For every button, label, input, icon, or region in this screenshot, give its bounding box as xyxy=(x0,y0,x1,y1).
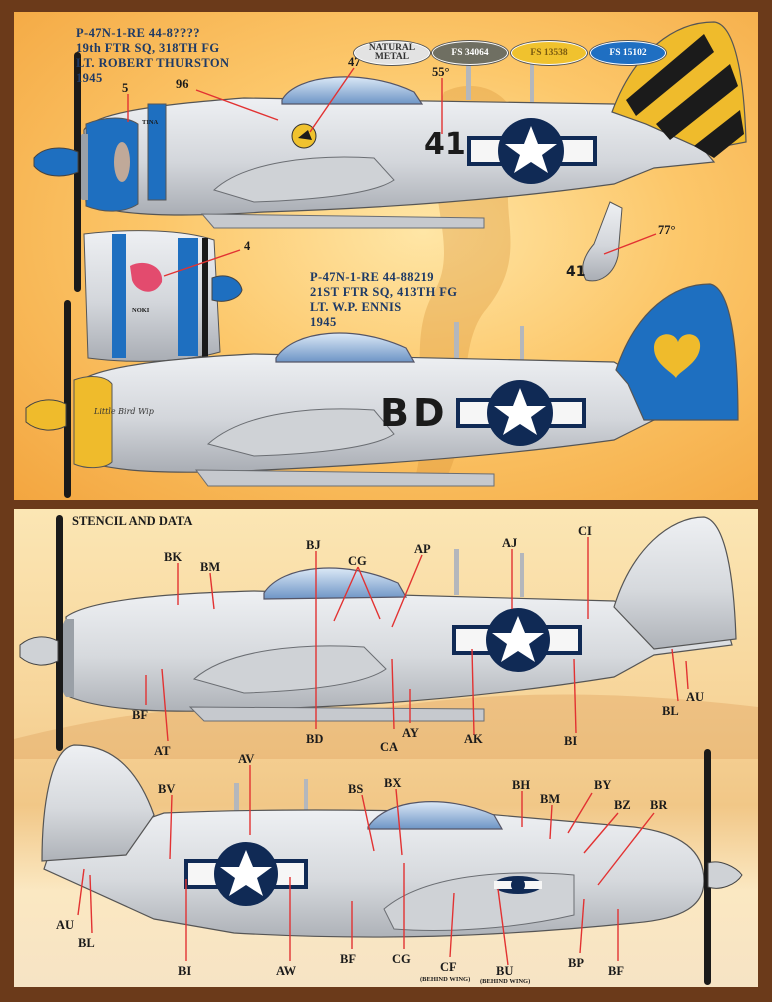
callout-bv: BV xyxy=(158,782,175,796)
callout-bj: BJ xyxy=(306,538,321,552)
callout-cg-lower: CG xyxy=(392,952,411,966)
callout-bu: BU xyxy=(496,964,513,978)
profile-1-caption: P-47N-1-RE 44-8???? 19th FTR SQ, 318TH F… xyxy=(76,26,230,85)
callout-br: BR xyxy=(650,798,668,812)
callout-5: 5 xyxy=(122,81,128,95)
callout-bk: BK xyxy=(164,550,182,564)
callout-cf: CF xyxy=(440,960,457,974)
cowl-side-detail: NOKI xyxy=(83,230,243,364)
stencil-aircraft-upper xyxy=(19,515,737,751)
fuselage-code-1: 41 xyxy=(424,127,466,162)
callout-bl-upper: BL xyxy=(662,704,679,718)
callout-by: BY xyxy=(594,778,611,792)
callout-bh: BH xyxy=(512,778,530,792)
behind-wing-note-cf: (BEHIND WING) xyxy=(420,976,470,983)
color-chip-fs13538: FS 13538 xyxy=(511,41,587,65)
stencil-art: STENCIL AND DATA xyxy=(14,514,758,985)
fin-code: 41 xyxy=(566,264,585,280)
top-profiles-art: TINA 41 NOKI 41 xyxy=(25,21,747,498)
callout-bd: BD xyxy=(306,732,323,746)
callout-55: 55° xyxy=(432,65,450,79)
cowl-art-text: NOKI xyxy=(132,307,150,314)
stencil-heading: STENCIL AND DATA xyxy=(72,514,192,528)
top-callouts: 5 96 47 55° 4 77° xyxy=(122,55,676,277)
stencil-upper-callouts: BK BM BJ CG AP AJ CI BF AT BD CA AY AK B… xyxy=(132,524,704,758)
behind-wing-note-bu: (BEHIND WING) xyxy=(480,978,530,985)
aircraft-profile-2: Little Bird Wip BD xyxy=(25,283,739,498)
color-chip-fs15102: FS 15102 xyxy=(590,41,666,65)
profiles-panel: TINA 41 NOKI 41 xyxy=(14,12,758,500)
callout-bi-upper: BI xyxy=(564,734,577,748)
callout-bf-upper: BF xyxy=(132,708,148,722)
color-chip-natural-metal: NATURAL METAL xyxy=(354,41,430,65)
callout-96: 96 xyxy=(176,77,189,91)
callout-bz: BZ xyxy=(614,798,631,812)
callout-bl-lower: BL xyxy=(78,936,95,950)
callout-au-upper: AU xyxy=(686,690,704,704)
callout-ap: AP xyxy=(414,542,431,556)
nose-art-text-2: Little Bird Wip xyxy=(93,407,154,416)
stencil-panel: STENCIL AND DATA xyxy=(14,509,758,987)
callout-bi-lower: BI xyxy=(178,964,191,978)
callout-bf-lower-2: BF xyxy=(608,964,624,978)
callout-ay: AY xyxy=(402,726,419,740)
callout-4: 4 xyxy=(244,239,251,253)
callout-cg: CG xyxy=(348,554,367,568)
fuselage-code-2: BD xyxy=(380,391,449,435)
nose-art-text-1: TINA xyxy=(142,119,159,126)
profile-2-caption: P-47N-1-RE 44-88219 21ST FTR SQ, 413TH F… xyxy=(310,270,458,329)
callout-bm: BM xyxy=(200,560,220,574)
stencil-aircraft-lower xyxy=(41,744,743,985)
callout-aw: AW xyxy=(276,964,297,978)
callout-at: AT xyxy=(154,744,171,758)
callout-au-lower: AU xyxy=(56,918,74,932)
callout-aj: AJ xyxy=(502,536,517,550)
callout-ca: CA xyxy=(380,740,398,754)
callout-bm-lower: BM xyxy=(540,792,560,806)
callout-bs: BS xyxy=(348,782,363,796)
color-chip-fs34064: FS 34064 xyxy=(432,41,508,65)
callout-bp: BP xyxy=(568,956,584,970)
callout-av: AV xyxy=(238,752,254,766)
fin-detail: 41 xyxy=(566,201,623,282)
callout-ci: CI xyxy=(578,524,592,538)
callout-77: 77° xyxy=(658,223,676,237)
aircraft-profile-1: TINA 41 xyxy=(33,21,747,292)
callout-ak: AK xyxy=(464,732,483,746)
stencil-lower-callouts: AV BV BS BX BH BY BM BZ BR AU BL BI AW B… xyxy=(56,752,668,985)
callout-bf-lower-1: BF xyxy=(340,952,356,966)
callout-bx: BX xyxy=(384,776,401,790)
